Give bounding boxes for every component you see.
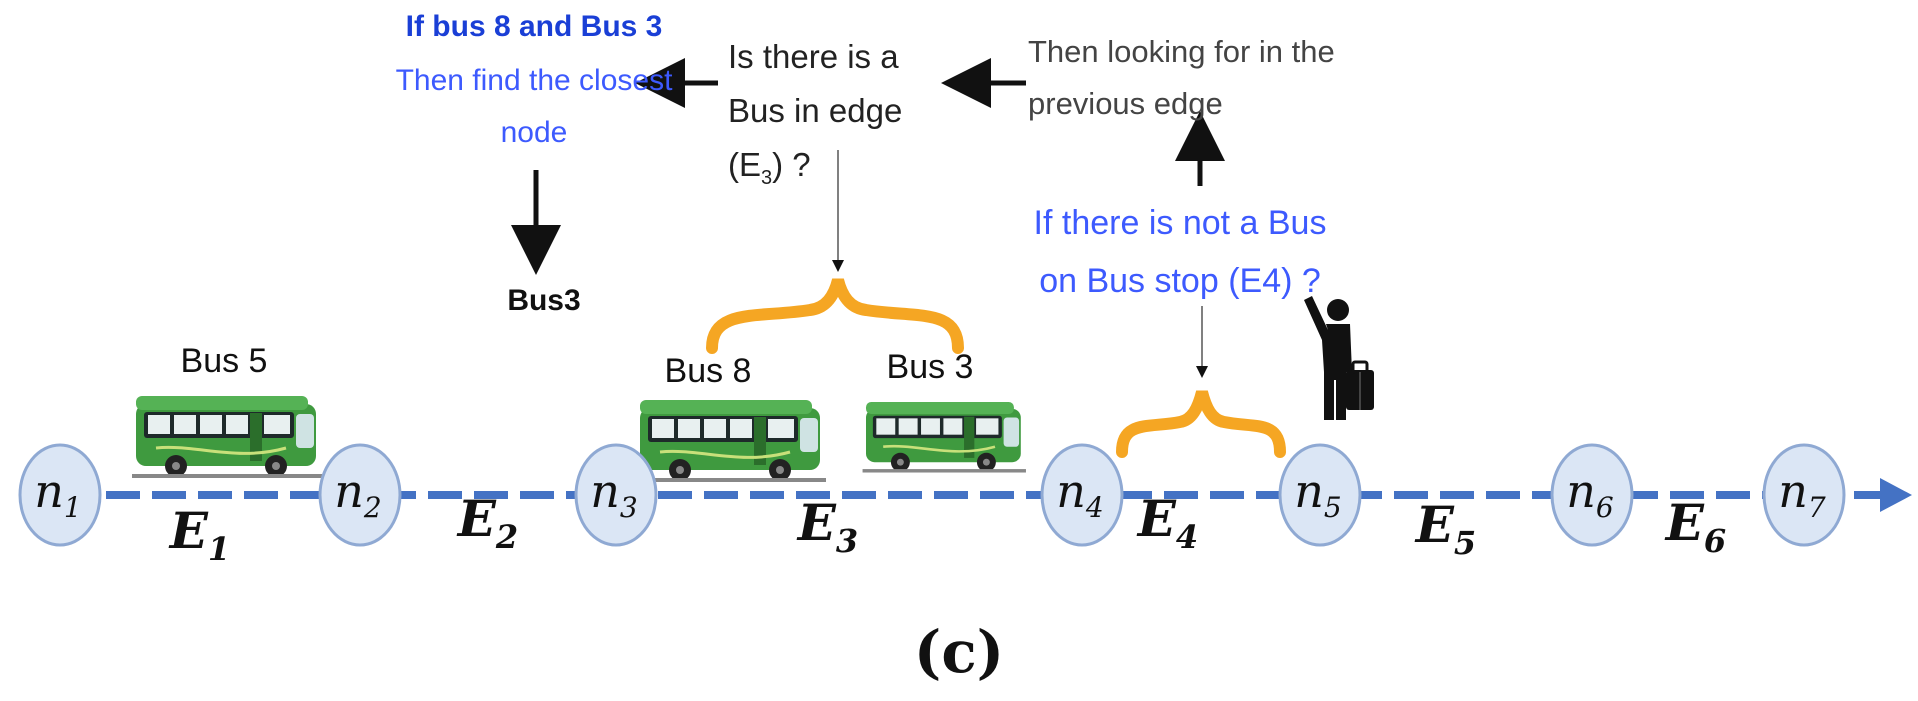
condition-text-line3: node — [501, 116, 568, 149]
condition-text-line2: Then find the closest — [396, 64, 673, 97]
edge-layer: E1 E2 E3 E4 E5 E6 — [168, 489, 1726, 568]
node-label: n4 — [1056, 464, 1103, 524]
edge-label-e5: E5 — [1414, 495, 1476, 562]
bus-stop-question-line2: on Bus stop (E4) ? — [1039, 262, 1321, 300]
question-text-line2: Bus in edge — [728, 92, 902, 129]
result-text: Bus3 — [507, 284, 580, 317]
edge-label-e6: E6 — [1664, 493, 1726, 560]
node-circle — [1762, 443, 1846, 547]
node-circle — [1278, 443, 1362, 547]
node-n1: n1 — [18, 443, 102, 547]
bus-label: Bus 8 — [665, 352, 752, 390]
node-label: n3 — [590, 464, 637, 524]
route-arrowhead — [1880, 478, 1912, 512]
pointer-question-arrowhead — [832, 260, 844, 272]
bus-icon — [634, 398, 828, 484]
bus-icon — [130, 394, 324, 480]
node-label: n7 — [1778, 464, 1826, 524]
figure-caption: (c) — [914, 618, 1004, 686]
node-circle — [18, 443, 102, 547]
node-circle — [574, 443, 658, 547]
brace-e3 — [706, 278, 964, 354]
node-label: n2 — [334, 464, 381, 524]
node-n4: n4 — [1040, 443, 1124, 547]
node-label: n6 — [1566, 464, 1613, 524]
edge-label-e2: E2 — [456, 489, 518, 556]
edge-label-e1: E1 — [168, 501, 230, 568]
person-hailing-icon — [1304, 296, 1352, 420]
edge-label-e3: E3 — [796, 493, 858, 560]
suitcase-icon — [1346, 360, 1374, 410]
bus-label: Bus 3 — [887, 348, 974, 386]
bus-icon — [861, 400, 1028, 474]
bus-label: Bus 5 — [181, 342, 268, 380]
node-n3: n3 — [574, 443, 658, 547]
question-text-line3: (E3) ? — [728, 146, 811, 189]
node-circle — [318, 443, 402, 547]
node-n5: n5 — [1278, 443, 1362, 547]
edge-label-e4: E4 — [1136, 489, 1198, 556]
node-n2: n2 — [318, 443, 402, 547]
bus-stop-question-line1: If there is not a Bus — [1034, 204, 1327, 242]
pointer-stop-arrowhead — [1196, 366, 1208, 378]
node-label: n1 — [34, 464, 81, 524]
condition-text-line1: If bus 8 and Bus 3 — [406, 10, 663, 43]
node-n7: n7 — [1762, 443, 1846, 547]
node-label: n5 — [1294, 464, 1341, 524]
question-text-line1: Is there is a — [728, 38, 899, 75]
node-circle — [1550, 443, 1634, 547]
previous-edge-text-line2: previous edge — [1028, 86, 1223, 121]
previous-edge-text-line1: Then looking for in the — [1028, 34, 1335, 69]
node-layer: n1 n2 n3 n4 n5 n6 n7 — [18, 443, 1846, 547]
node-n6: n6 — [1550, 443, 1634, 547]
node-circle — [1040, 443, 1124, 547]
brace-e4 — [1116, 390, 1286, 458]
